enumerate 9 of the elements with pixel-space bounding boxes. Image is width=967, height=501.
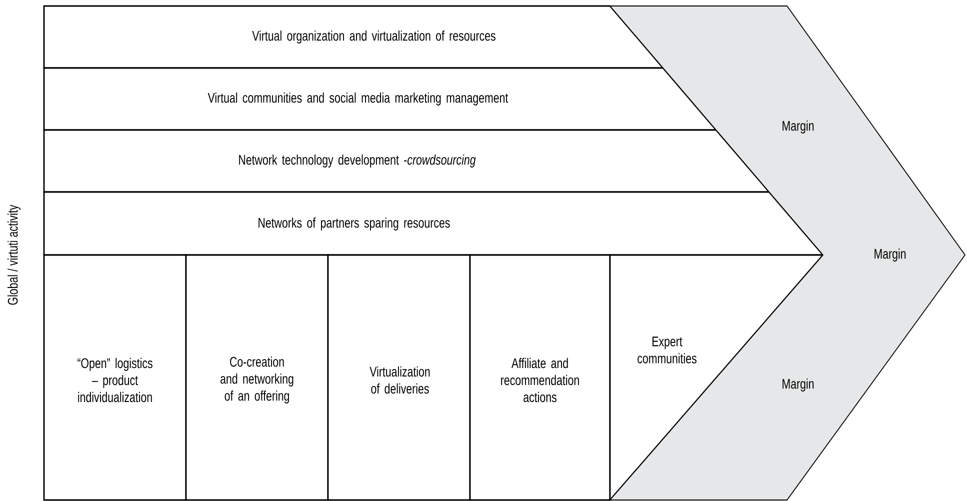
activity-band: Virtual communities and social media marketing management: [43, 67, 718, 131]
activity-column: Virtualization of deliveries: [327, 254, 471, 501]
axis-label: Global / virtuti activity: [7, 204, 21, 305]
activity-band: Virtual organization and virtualization of resources: [43, 5, 665, 69]
activity-column: Co-creation and networking of an offering: [185, 254, 329, 501]
activity-column: “Open” logistics – product individualization: [43, 254, 187, 501]
activity-column: Affiliate and recommendation actions: [469, 254, 611, 501]
activity-band: Network technology development -crowdsourcing: [43, 129, 771, 193]
activity-band: Networks of partners sparing resources: [43, 191, 825, 256]
